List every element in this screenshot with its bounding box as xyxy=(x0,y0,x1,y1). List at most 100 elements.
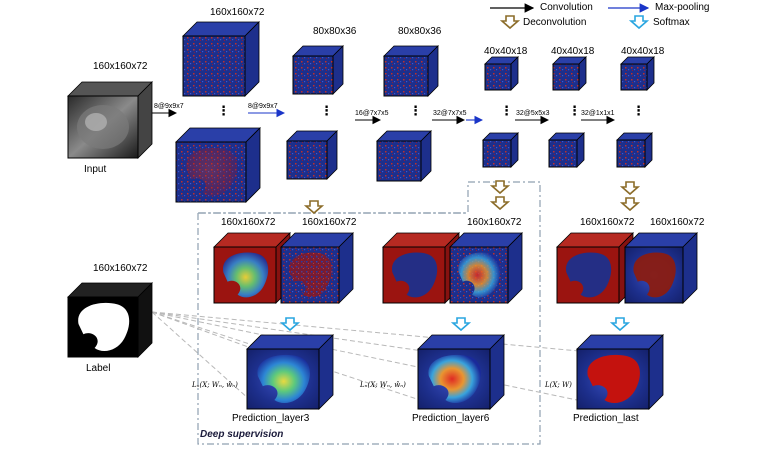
deconvlast-blue-cube-organ xyxy=(633,252,676,298)
layer2-top-cube-front xyxy=(292,55,334,95)
legend xyxy=(490,3,650,30)
deep-supervision-box xyxy=(197,181,541,445)
kernel-label-1: 8@9x9x7 xyxy=(154,103,184,110)
deconvlast-blue-cube xyxy=(624,232,698,304)
label-connection-lines xyxy=(151,311,591,401)
label-label: Label xyxy=(86,363,111,374)
prediction-layer3-cube-organ xyxy=(257,354,310,403)
deconv3-size-b: 160x160x72 xyxy=(302,217,357,228)
label-dash-line-6 xyxy=(151,311,578,401)
deconv3-blue-cube xyxy=(280,232,354,304)
layer6-top-cube xyxy=(620,56,655,91)
layer1-bottom-cube xyxy=(175,127,261,203)
deconv-arrow-last-a xyxy=(619,181,641,196)
layer1-top-cube-front xyxy=(182,35,246,97)
kernel-label-3: 16@7x7x5 xyxy=(355,110,389,117)
layer4-bottom-cube-front xyxy=(482,139,512,168)
prediction-last-cube-organ xyxy=(587,354,640,403)
deconv-arrow-last-b xyxy=(619,197,641,212)
deconvlast-size-b: 160x160x72 xyxy=(650,217,705,228)
layer4-top-cube xyxy=(484,56,519,91)
layer1-top-cube xyxy=(182,21,260,97)
layer4-bottom-cube xyxy=(482,132,519,168)
input-size-label: 160x160x72 xyxy=(93,61,148,72)
layer6-bottom-cube-front xyxy=(616,139,646,168)
layer2-size-label: 80x80x36 xyxy=(313,26,357,37)
deconv6-size: 160x160x72 xyxy=(467,217,522,228)
layer3-bottom-cube xyxy=(376,130,432,182)
layer1-bottom-cube-top xyxy=(175,127,261,143)
softmax-arrow-last xyxy=(609,317,631,332)
deconv3-red-cube xyxy=(213,232,291,304)
layer6-bottom-cube xyxy=(616,132,653,168)
dots-6: ⋮ xyxy=(632,103,645,118)
input-label: Input xyxy=(84,164,107,175)
prediction-layer6-cube-organ xyxy=(428,354,481,403)
label-dash-line-2 xyxy=(151,311,251,401)
legend-deconvolution: Deconvolution xyxy=(523,17,587,28)
deconv-arrow-layer3 xyxy=(303,200,325,215)
input-cube-side xyxy=(137,81,153,159)
dots-2: ⋮ xyxy=(320,103,333,118)
layer4-size-label: 40x40x18 xyxy=(484,46,528,57)
prediction-layer3-label: Prediction_layer3 xyxy=(232,413,310,424)
layer5-top-cube-front xyxy=(552,63,580,91)
layer6-top-cube-front xyxy=(620,63,648,91)
layer3-size-label: 80x80x36 xyxy=(398,26,442,37)
label-dash-line-5 xyxy=(151,311,591,353)
dots-4: ⋮ xyxy=(500,103,513,118)
prediction-layer6-cube xyxy=(417,334,505,410)
layer5-size-label: 40x40x18 xyxy=(551,46,595,57)
deep-supervision-label: Deep supervision xyxy=(200,429,284,440)
legend-softmax: Softmax xyxy=(653,17,690,28)
prediction-layer6-cube-top xyxy=(417,334,505,350)
prediction-layer3-cube xyxy=(246,334,334,410)
loss-layer6: Lₙ(X; Wₙ, ŵₙ) xyxy=(360,381,406,389)
label-size-label: 160x160x72 xyxy=(93,263,148,274)
supervision-boxes xyxy=(197,181,541,445)
dots-3: ⋮ xyxy=(409,103,422,118)
legend-deconv-arrow xyxy=(499,15,521,30)
deconv6-blue-cube xyxy=(449,232,523,304)
layer1-size-label: 160x160x72 xyxy=(210,7,265,18)
label-dash-line-3 xyxy=(151,311,431,353)
legend-max-pooling: Max-pooling xyxy=(655,2,710,13)
input-ct-organ xyxy=(85,113,107,131)
label-cube xyxy=(67,282,153,358)
label-dash-line-1 xyxy=(151,311,263,353)
label-dash-line-4 xyxy=(151,311,421,401)
layer5-bottom-cube xyxy=(548,132,585,168)
prediction-layer6-label: Prediction_layer6 xyxy=(412,413,490,424)
layer6-size-label: 40x40x18 xyxy=(621,46,665,57)
layer1-bottom-cube-organ xyxy=(186,147,238,196)
deconv-arrow-layer6-a xyxy=(489,180,511,195)
kernel-label-5: 32@5x5x3 xyxy=(516,110,550,117)
deconvlast-red-cube xyxy=(556,232,634,304)
legend-softmax-arrow xyxy=(628,15,650,30)
legend-convolution: Convolution xyxy=(540,2,593,13)
flow-arrows xyxy=(152,108,641,332)
layer2-top-cube xyxy=(292,45,344,95)
deconvlast-size-a: 160x160x72 xyxy=(580,217,635,228)
prediction-last-cube-top xyxy=(576,334,664,350)
layer5-bottom-cube-front xyxy=(548,139,578,168)
deconvlast-red-cube-organ xyxy=(566,252,612,298)
deconv6-blue-cube-organ xyxy=(458,252,501,298)
prediction-last-label: Prediction_last xyxy=(573,413,639,424)
prediction-layer3-cube-top xyxy=(246,334,334,350)
label-cube-top xyxy=(67,282,153,298)
deconv3-red-cube-organ xyxy=(223,252,269,298)
layer2-bottom-cube xyxy=(286,130,338,180)
prediction-last-cube xyxy=(576,334,664,410)
layer3-bottom-cube-front xyxy=(376,140,422,182)
feature-cubes xyxy=(67,21,698,410)
dots-5: ⋮ xyxy=(568,103,581,118)
layer5-top-cube xyxy=(552,56,587,91)
deconv3-blue-cube-organ xyxy=(289,252,332,298)
deconv3-size-a: 160x160x72 xyxy=(221,217,276,228)
layer3-top-cube xyxy=(383,45,439,97)
input-cube-top xyxy=(67,81,153,97)
softmax-arrow-layer3 xyxy=(279,317,301,332)
loss-layer3: Lₙ(X; Wₙ, ŵₙ) xyxy=(192,381,238,389)
